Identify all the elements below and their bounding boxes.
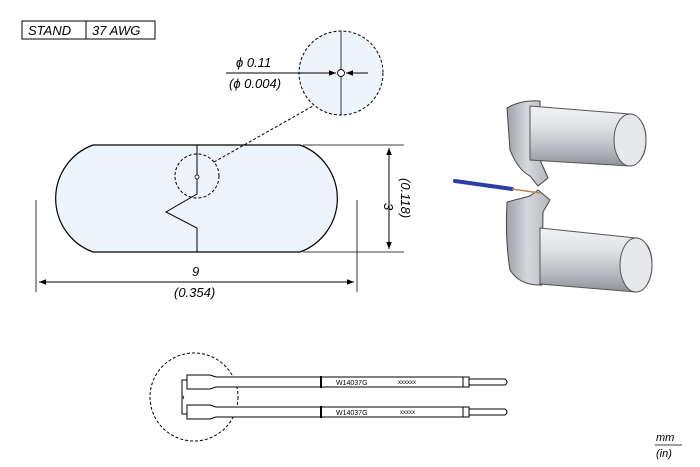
width-mm: 9	[192, 264, 199, 279]
top-part-number: W14037G	[336, 380, 368, 387]
hole-detail: ϕ 0.11 (ϕ 0.004)	[226, 30, 384, 116]
hole-diameter-in: (ϕ 0.004)	[229, 76, 281, 91]
wire-conductor	[511, 188, 541, 194]
height-in: (0.118)	[398, 178, 413, 218]
height-mm: 3	[381, 203, 396, 211]
top-marking: xxxxxx	[398, 380, 416, 386]
unit-in: (in)	[656, 448, 672, 460]
unit-mm: mm	[656, 432, 674, 444]
hole-diameter-mm: ϕ 0.11	[236, 55, 271, 70]
width-dimension: 9 (0.354)	[35, 200, 358, 300]
spec-label: 37 AWG	[92, 23, 140, 38]
bottom-marking: xxxxx	[400, 410, 415, 416]
height-dimension: 3 (0.118)	[303, 144, 413, 253]
bottom-part-number: W14037G	[336, 410, 368, 417]
wire-insulation	[453, 179, 514, 191]
width-in: (0.354)	[174, 285, 215, 300]
model-label: STAND	[28, 23, 71, 38]
tip-side-view: W14037G xxxxxx W14037G xxxxx	[149, 352, 508, 442]
blade-outline	[55, 101, 338, 253]
tip-3d-rendering	[453, 100, 653, 293]
units-legend: mm (in)	[655, 432, 682, 460]
title-block: STAND 37 AWG	[21, 20, 156, 40]
